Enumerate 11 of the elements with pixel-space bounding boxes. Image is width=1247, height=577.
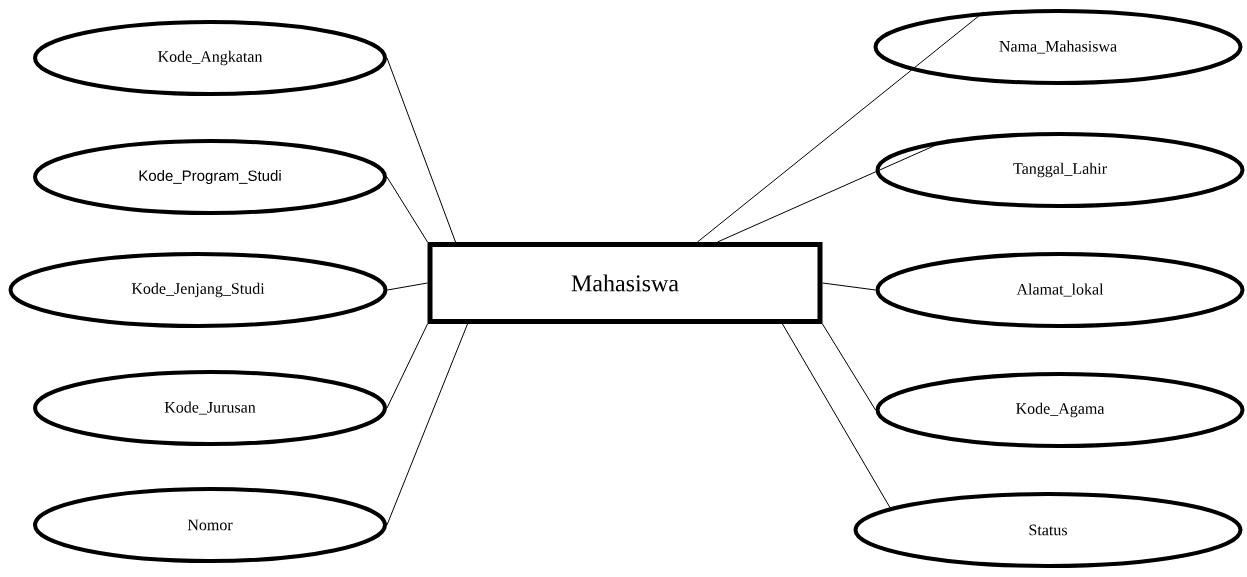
connector-line: [697, 11, 984, 243]
connector-line: [782, 323, 891, 509]
connector-line: [717, 139, 949, 243]
connector-line: [822, 323, 876, 411]
connector-line: [386, 323, 468, 526]
connector-line: [386, 323, 428, 409]
connector-line: [386, 57, 456, 243]
connector-line: [822, 282, 876, 291]
connector-line: [386, 176, 428, 243]
entity-box: Mahasiswa: [427, 242, 823, 324]
connector-line: [387, 282, 428, 291]
